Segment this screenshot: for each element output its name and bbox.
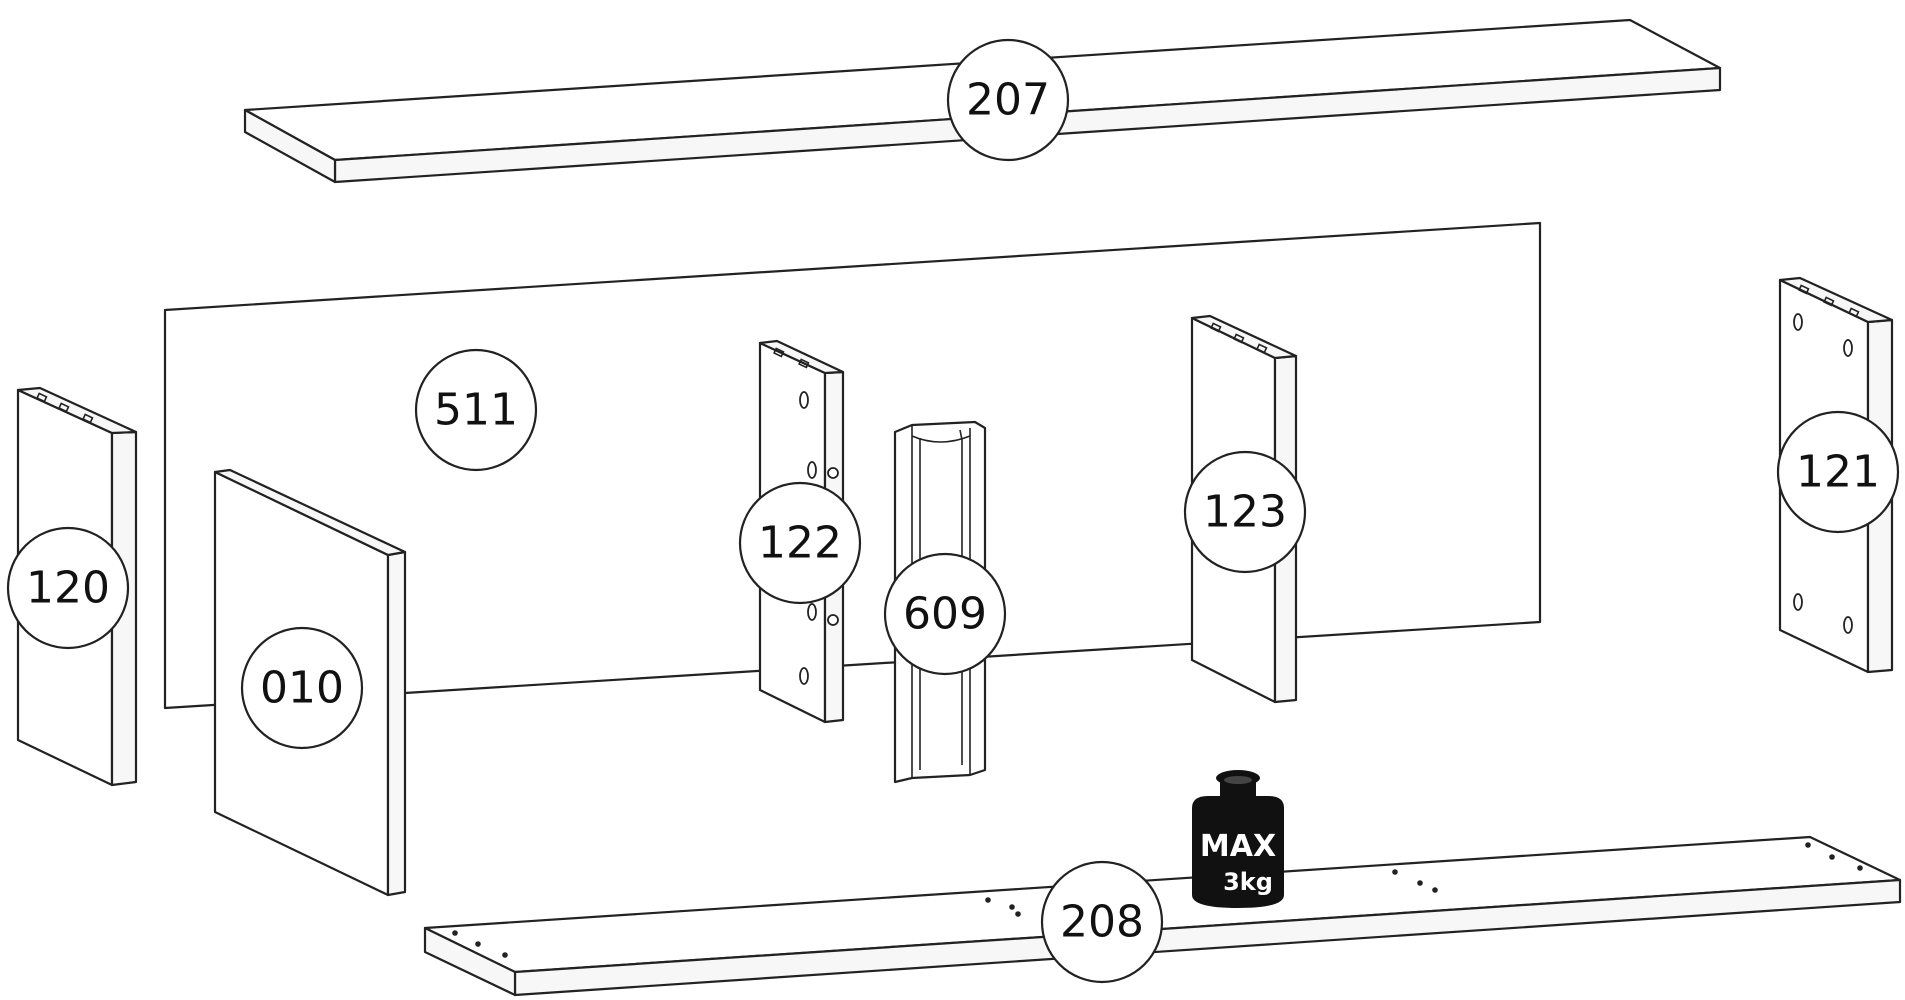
weight-limit-icon: MAX 3kg (1192, 770, 1284, 908)
label-208: 208 (1060, 897, 1144, 948)
callout-123: 123 (1183, 450, 1307, 574)
label-123: 123 (1203, 487, 1287, 538)
label-122: 122 (758, 518, 842, 569)
label-010: 010 (260, 663, 344, 714)
label-120: 120 (26, 563, 110, 614)
weight-max-label: MAX (1200, 829, 1276, 864)
callout-511: 511 (414, 348, 538, 472)
callout-122: 122 (738, 481, 862, 605)
callout-207: 207 (946, 38, 1070, 162)
weight-value-label: 3kg (1223, 868, 1273, 896)
bottom-board (423, 835, 1902, 997)
callout-010: 010 (240, 626, 364, 750)
label-207: 207 (966, 75, 1050, 126)
label-121: 121 (1796, 447, 1880, 498)
callout-121: 121 (1776, 410, 1900, 534)
callout-609: 609 (883, 552, 1007, 676)
label-511: 511 (434, 385, 518, 436)
callout-208: 208 (1040, 860, 1164, 984)
label-609: 609 (903, 589, 987, 640)
callout-120: 120 (6, 526, 130, 650)
